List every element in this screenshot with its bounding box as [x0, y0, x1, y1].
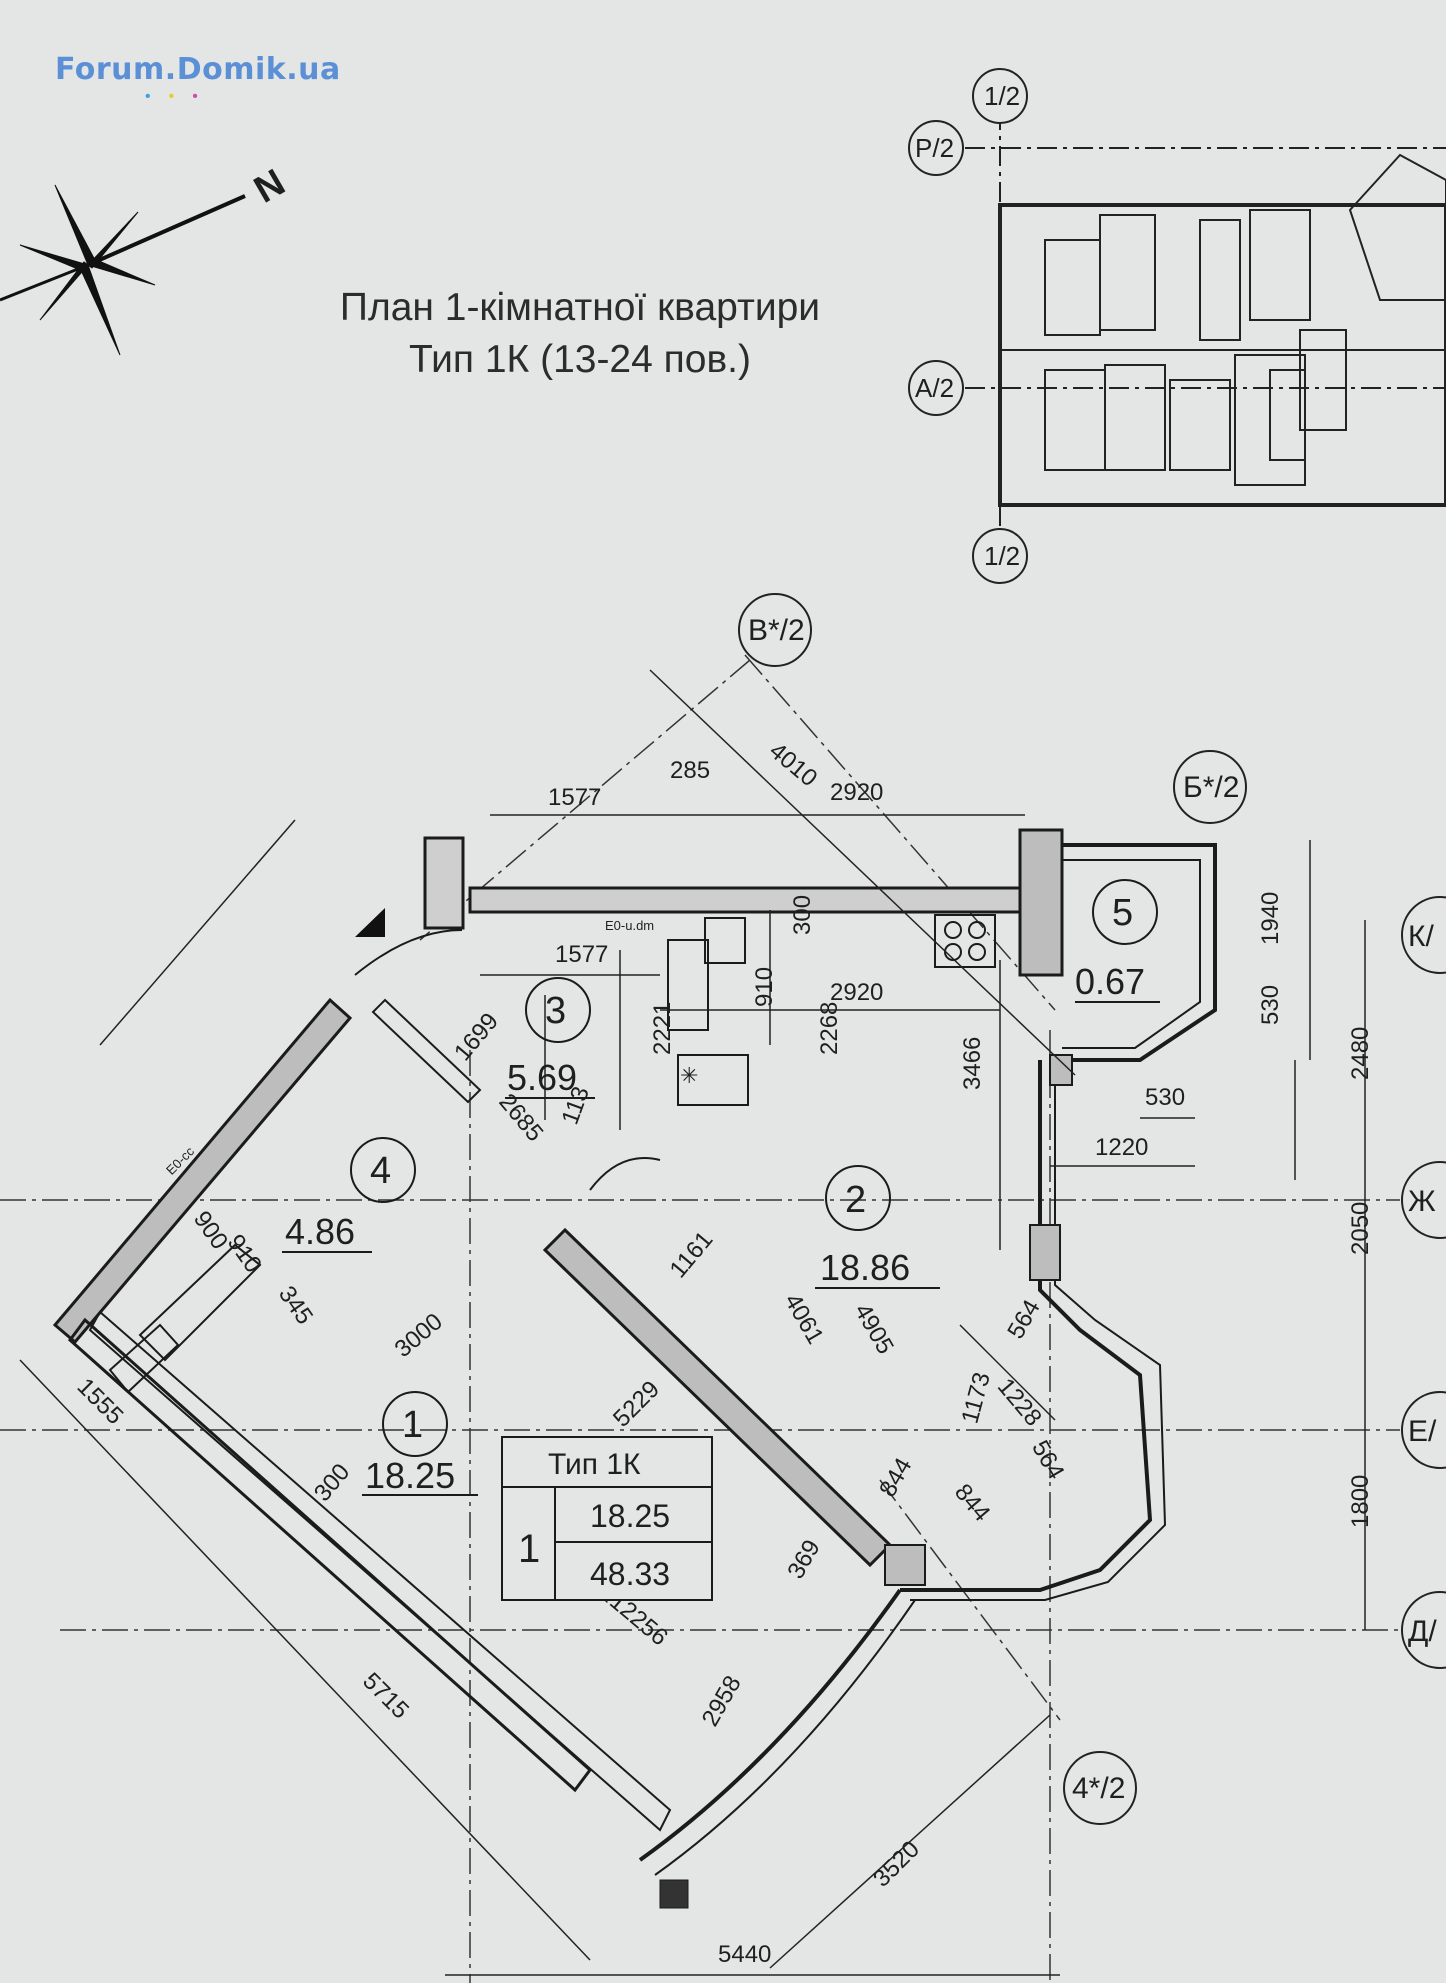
room-2-area: 18.86 — [820, 1247, 910, 1288]
dim-4010: 4010 — [764, 737, 822, 792]
summary-table — [501, 1436, 713, 1601]
plan-title-line1: План 1-кімнатної квартири — [339, 286, 821, 329]
dim-1940: 1940 — [1257, 892, 1284, 945]
dim-1173: 1173 — [956, 1370, 995, 1427]
dim-300-kitchen: 300 — [789, 895, 816, 935]
dimension-lines — [19, 669, 1366, 1976]
dim-530-vertical: 530 — [1257, 985, 1284, 1025]
room-2-number: 2 — [845, 1179, 866, 1221]
dim-1800: 1800 — [1347, 1475, 1374, 1528]
axis-r-label: Р/2 — [915, 133, 954, 163]
axis-d-label: Д/ — [1408, 1615, 1437, 1648]
summary-table-total-area: 48.33 — [590, 1556, 670, 1592]
dim-530-horizontal: 530 — [1145, 1084, 1185, 1111]
summary-table-header: Тип 1К — [548, 1448, 641, 1481]
dim-5715: 5715 — [357, 1667, 414, 1724]
dim-2050: 2050 — [1347, 1202, 1374, 1255]
dim-345: 345 — [273, 1281, 318, 1329]
axis-labels: 1/2 Р/2 А/2 1/2 В*/2 Б*/2 4*/2 К/ Ж Е/ Д… — [748, 81, 1437, 1805]
room-1-number: 1 — [402, 1404, 423, 1446]
axis-zh-label: Ж — [1408, 1185, 1436, 1218]
tag-e0-udm: E0-u.dm — [605, 918, 654, 933]
axis-1-top-label: 1/2 — [984, 81, 1020, 111]
dim-2221: 2221 — [649, 1002, 676, 1055]
dim-1228: 1228 — [992, 1373, 1047, 1431]
room-3-number: 3 — [545, 990, 566, 1032]
dim-3466: 3466 — [959, 1037, 986, 1090]
axis-1-bottom-label: 1/2 — [984, 541, 1020, 571]
summary-table-text: Тип 1К 1 18.25 48.33 — [518, 1448, 670, 1592]
axis-4-label: 4*/2 — [1072, 1772, 1125, 1805]
plan-title-line2: Тип 1К (13-24 пов.) — [408, 338, 751, 381]
dim-3000: 3000 — [390, 1308, 448, 1363]
dim-5229: 5229 — [608, 1376, 665, 1433]
room-labels: 1 18.25 2 18.86 3 5.69 4 4.86 5 0.67 — [285, 892, 1145, 1496]
dim-564-upper: 564 — [1002, 1295, 1045, 1343]
dim-844-right: 844 — [949, 1479, 995, 1527]
compass-rose-icon — [0, 184, 246, 356]
key-plan — [965, 110, 1446, 530]
dim-5440: 5440 — [718, 1941, 771, 1968]
dim-1220: 1220 — [1095, 1134, 1148, 1161]
room-4-number: 4 — [370, 1150, 391, 1192]
dim-2920-top: 2920 — [830, 779, 883, 806]
dim-844-left: 844 — [874, 1453, 917, 1501]
kitchen-sink-symbol: ✳ — [680, 1063, 698, 1088]
room-5-number: 5 — [1112, 892, 1133, 934]
watermark-dots: ••• — [145, 88, 216, 105]
dim-4905: 4905 — [849, 1299, 899, 1359]
room-3-area: 5.69 — [507, 1057, 577, 1098]
axis-a-label: А/2 — [915, 373, 954, 403]
room-1-area: 18.25 — [365, 1455, 455, 1496]
summary-table-living-area: 18.25 — [590, 1498, 670, 1534]
dimension-labels: 1577 285 4010 2920 1577 2920 300 910 226… — [72, 737, 1374, 1968]
entrance-arrow-icon — [355, 908, 385, 937]
axis-k-label: К/ — [1408, 920, 1434, 953]
dim-2480: 2480 — [1347, 1027, 1374, 1080]
dim-3520: 3520 — [868, 1836, 925, 1893]
summary-table-rooms: 1 — [518, 1527, 540, 1571]
room-5-area: 0.67 — [1075, 961, 1145, 1002]
axis-markers — [738, 68, 1446, 1825]
dim-4061: 4061 — [779, 1289, 829, 1349]
dim-910-kitchen: 910 — [751, 967, 778, 1007]
dim-2920-inner: 2920 — [830, 979, 883, 1006]
plan-title: План 1-кімнатної квартири Тип 1К (13-24 … — [250, 282, 910, 386]
dim-1699: 1699 — [449, 1008, 504, 1066]
dim-1161: 1161 — [665, 1226, 719, 1283]
room-markers — [282, 879, 1160, 1496]
dim-2958: 2958 — [697, 1671, 747, 1731]
dim-1577-top: 1577 — [548, 784, 601, 811]
dim-2268: 2268 — [816, 1002, 843, 1055]
axis-b-label: Б*/2 — [1183, 771, 1239, 804]
axis-v-label: В*/2 — [748, 614, 805, 647]
dim-564-lower: 564 — [1026, 1436, 1069, 1484]
dim-285: 285 — [670, 757, 710, 784]
compass-north-label: N — [247, 162, 292, 212]
walls — [52, 828, 1217, 1909]
room-4-area: 4.86 — [285, 1211, 355, 1252]
grid-axes — [0, 654, 1400, 1983]
dim-1577-inner: 1577 — [555, 941, 608, 968]
axis-e-label: Е/ — [1408, 1415, 1437, 1448]
dim-369: 369 — [782, 1535, 825, 1583]
watermark-logo: Forum.Domik.ua — [55, 52, 341, 87]
